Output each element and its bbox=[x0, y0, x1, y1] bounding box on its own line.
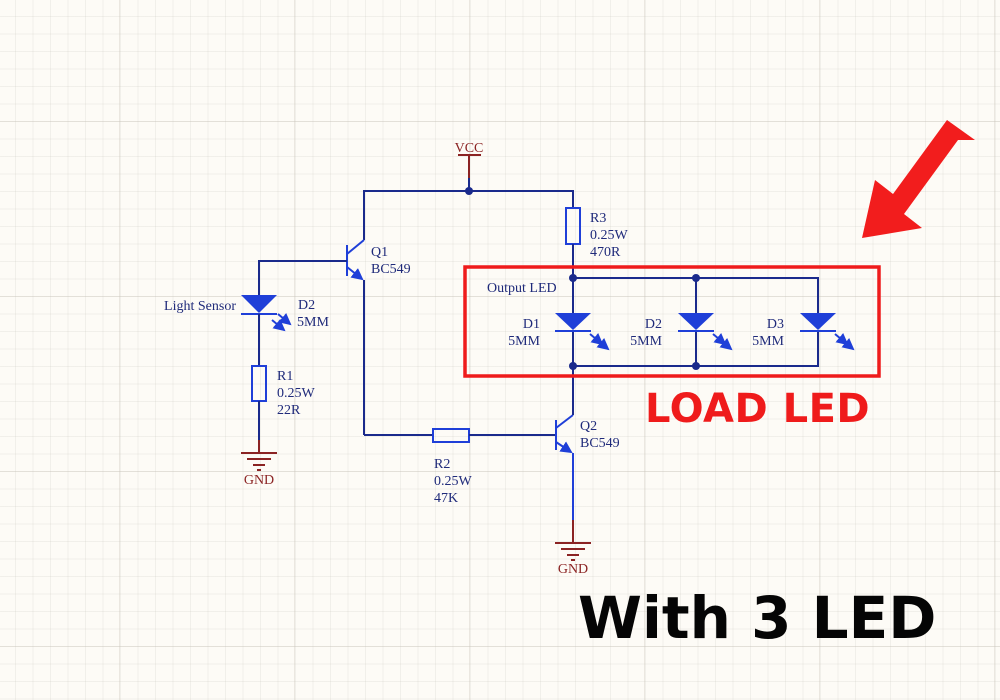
q1-ref: Q1 bbox=[371, 245, 388, 260]
r2-value: 47K bbox=[434, 491, 458, 506]
led-d3-value: 5MM bbox=[752, 334, 784, 349]
q1-base-wire bbox=[258, 260, 347, 295]
transistor-q2: Q2 BC549 bbox=[555, 366, 620, 543]
load-led-highlight-box bbox=[463, 265, 881, 378]
junction-dot bbox=[692, 274, 700, 282]
resistor-r2: R2 0.25W 47K bbox=[432, 428, 556, 506]
led-d2: D2 5MM bbox=[630, 313, 733, 351]
sensor-value: 5MM bbox=[297, 315, 329, 330]
sensor-ref: D2 bbox=[298, 298, 315, 313]
gnd-left-label: GND bbox=[244, 473, 274, 488]
resistor-r3: R3 0.25W 470R bbox=[565, 207, 629, 276]
gnd-symbol-left: GND bbox=[241, 452, 277, 488]
led-d1-value: 5MM bbox=[508, 334, 540, 349]
led-d3-ref: D3 bbox=[767, 317, 784, 332]
r2-power: 0.25W bbox=[434, 474, 473, 489]
gnd-symbol-right: GND bbox=[555, 542, 591, 577]
transistor-q1: Q1 BC549 bbox=[346, 239, 411, 435]
light-sensor-diode: Light Sensor D2 5MM bbox=[164, 295, 329, 365]
led-d2-ref: D2 bbox=[645, 317, 662, 332]
led-d2-value: 5MM bbox=[630, 334, 662, 349]
red-arrow-icon bbox=[862, 120, 975, 238]
junction-dot bbox=[692, 362, 700, 370]
led-d1: D1 5MM bbox=[508, 313, 610, 351]
output-led-label: Output LED bbox=[487, 281, 557, 296]
load-led-annotation: LOAD LED bbox=[645, 386, 871, 432]
vcc-rail-wire bbox=[363, 190, 574, 240]
r1-value: 22R bbox=[277, 403, 301, 418]
led-d3: D3 5MM bbox=[752, 313, 855, 351]
led-d1-ref: D1 bbox=[523, 317, 540, 332]
q2-ref: Q2 bbox=[580, 419, 597, 434]
q1-value: BC549 bbox=[371, 262, 411, 277]
resistor-r1: R1 0.25W 22R bbox=[251, 365, 316, 453]
sensor-label: Light Sensor bbox=[164, 299, 236, 314]
r3-power: 0.25W bbox=[590, 228, 629, 243]
vcc-label: VCC bbox=[455, 141, 484, 156]
vcc-power-symbol: VCC bbox=[455, 141, 484, 191]
r2-ref: R2 bbox=[434, 457, 450, 472]
r1-power: 0.25W bbox=[277, 386, 316, 401]
junction-dot bbox=[569, 274, 577, 282]
with-3-led-caption: With 3 LED bbox=[578, 584, 937, 652]
r3-ref: R3 bbox=[590, 211, 606, 226]
gnd-right-label: GND bbox=[558, 562, 588, 577]
r3-value: 470R bbox=[590, 245, 621, 260]
q2-value: BC549 bbox=[580, 436, 620, 451]
junction-dot bbox=[569, 362, 577, 370]
r1-ref: R1 bbox=[277, 369, 293, 384]
output-led-group: Output LED D1 5MM D2 5MM D3 5MM bbox=[487, 274, 855, 370]
